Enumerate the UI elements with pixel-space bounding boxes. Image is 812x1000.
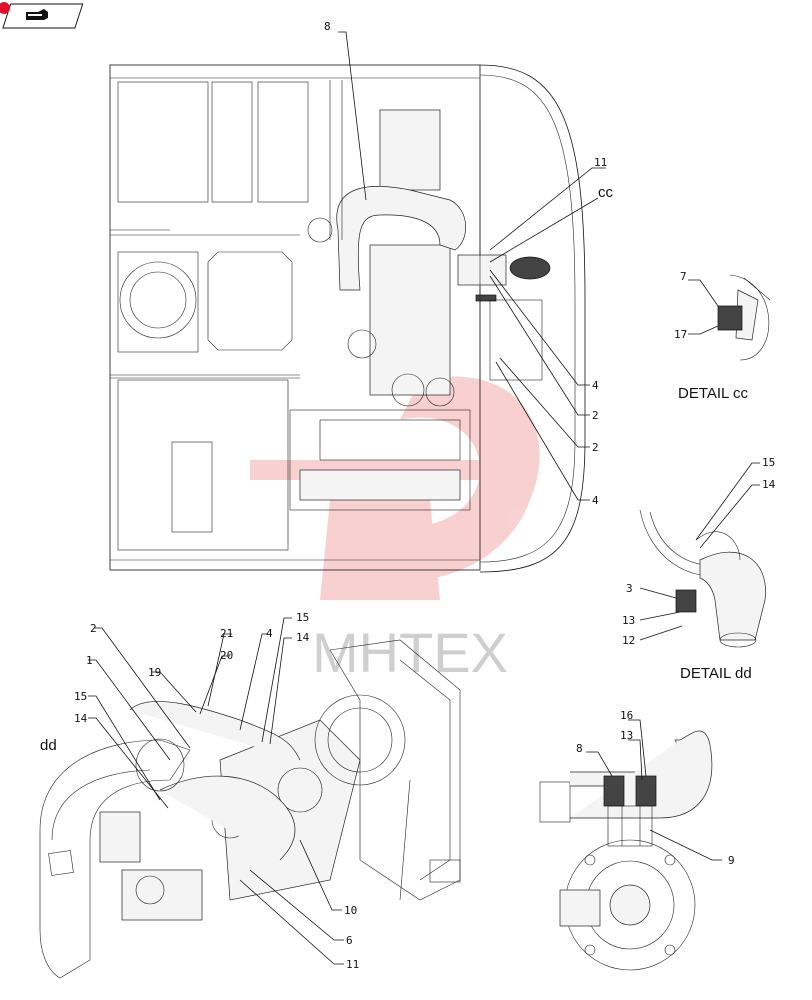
- callout-20-iso: 20: [220, 649, 233, 662]
- callout-2b-top: 2: [592, 441, 599, 454]
- callout-4b-top: 4: [592, 494, 599, 507]
- callout-15a-iso: 15: [296, 611, 309, 624]
- isometric-leaders: [88, 617, 344, 965]
- callout-cc-top: cc: [598, 184, 614, 201]
- detail-cc-label: DETAIL cc: [678, 385, 749, 402]
- callout-14a-iso: 14: [296, 631, 310, 644]
- detail-dd-drawing: [639, 462, 766, 648]
- detail-cc-drawing: [688, 274, 771, 361]
- pointing-hand-icon: [26, 9, 48, 20]
- callout-8-top: 8: [324, 20, 331, 33]
- top-plan-view: [109, 64, 586, 573]
- callout-8-side: 8: [576, 742, 583, 755]
- callout-14-dd: 14: [762, 478, 776, 491]
- callout-7-cc: 7: [680, 270, 687, 283]
- callout-19-iso: 19: [148, 666, 161, 679]
- callout-11-top: 11: [594, 156, 607, 169]
- callout-12-dd: 12: [622, 634, 635, 647]
- callout-4a-top: 4: [592, 379, 599, 392]
- callout-15-dd: 15: [762, 456, 775, 469]
- callout-13-dd: 13: [622, 614, 635, 627]
- callout-21-iso: 21: [220, 627, 233, 640]
- side-view-leaders: [586, 719, 722, 861]
- callout-17-cc: 17: [674, 328, 687, 341]
- back-button[interactable]: [0, 2, 84, 29]
- callout-4-iso: 4: [266, 627, 273, 640]
- callout-10-iso: 10: [344, 904, 357, 917]
- side-view-hose-pump: [539, 730, 713, 971]
- red-indicator-icon: [0, 2, 10, 14]
- isometric-view: [39, 639, 461, 979]
- callout-1-iso: 1: [86, 654, 93, 667]
- callout-14b-iso: 14: [74, 712, 88, 725]
- callout-2a-top: 2: [592, 409, 599, 422]
- top-view-leaders: [338, 31, 606, 501]
- callout-16-side: 16: [620, 709, 633, 722]
- callout-11-iso: 11: [346, 958, 359, 971]
- callout-2-iso: 2: [90, 622, 97, 635]
- watermark-text: MHTEX: [312, 621, 508, 684]
- callout-3-dd: 3: [626, 582, 633, 595]
- detail-dd-label: DETAIL dd: [680, 665, 752, 682]
- callout-15b-iso: 15: [74, 690, 87, 703]
- callout-6-iso: 6: [346, 934, 353, 947]
- callout-dd-iso: dd: [40, 737, 57, 754]
- callout-9-side: 9: [728, 854, 735, 867]
- callout-13-side: 13: [620, 729, 633, 742]
